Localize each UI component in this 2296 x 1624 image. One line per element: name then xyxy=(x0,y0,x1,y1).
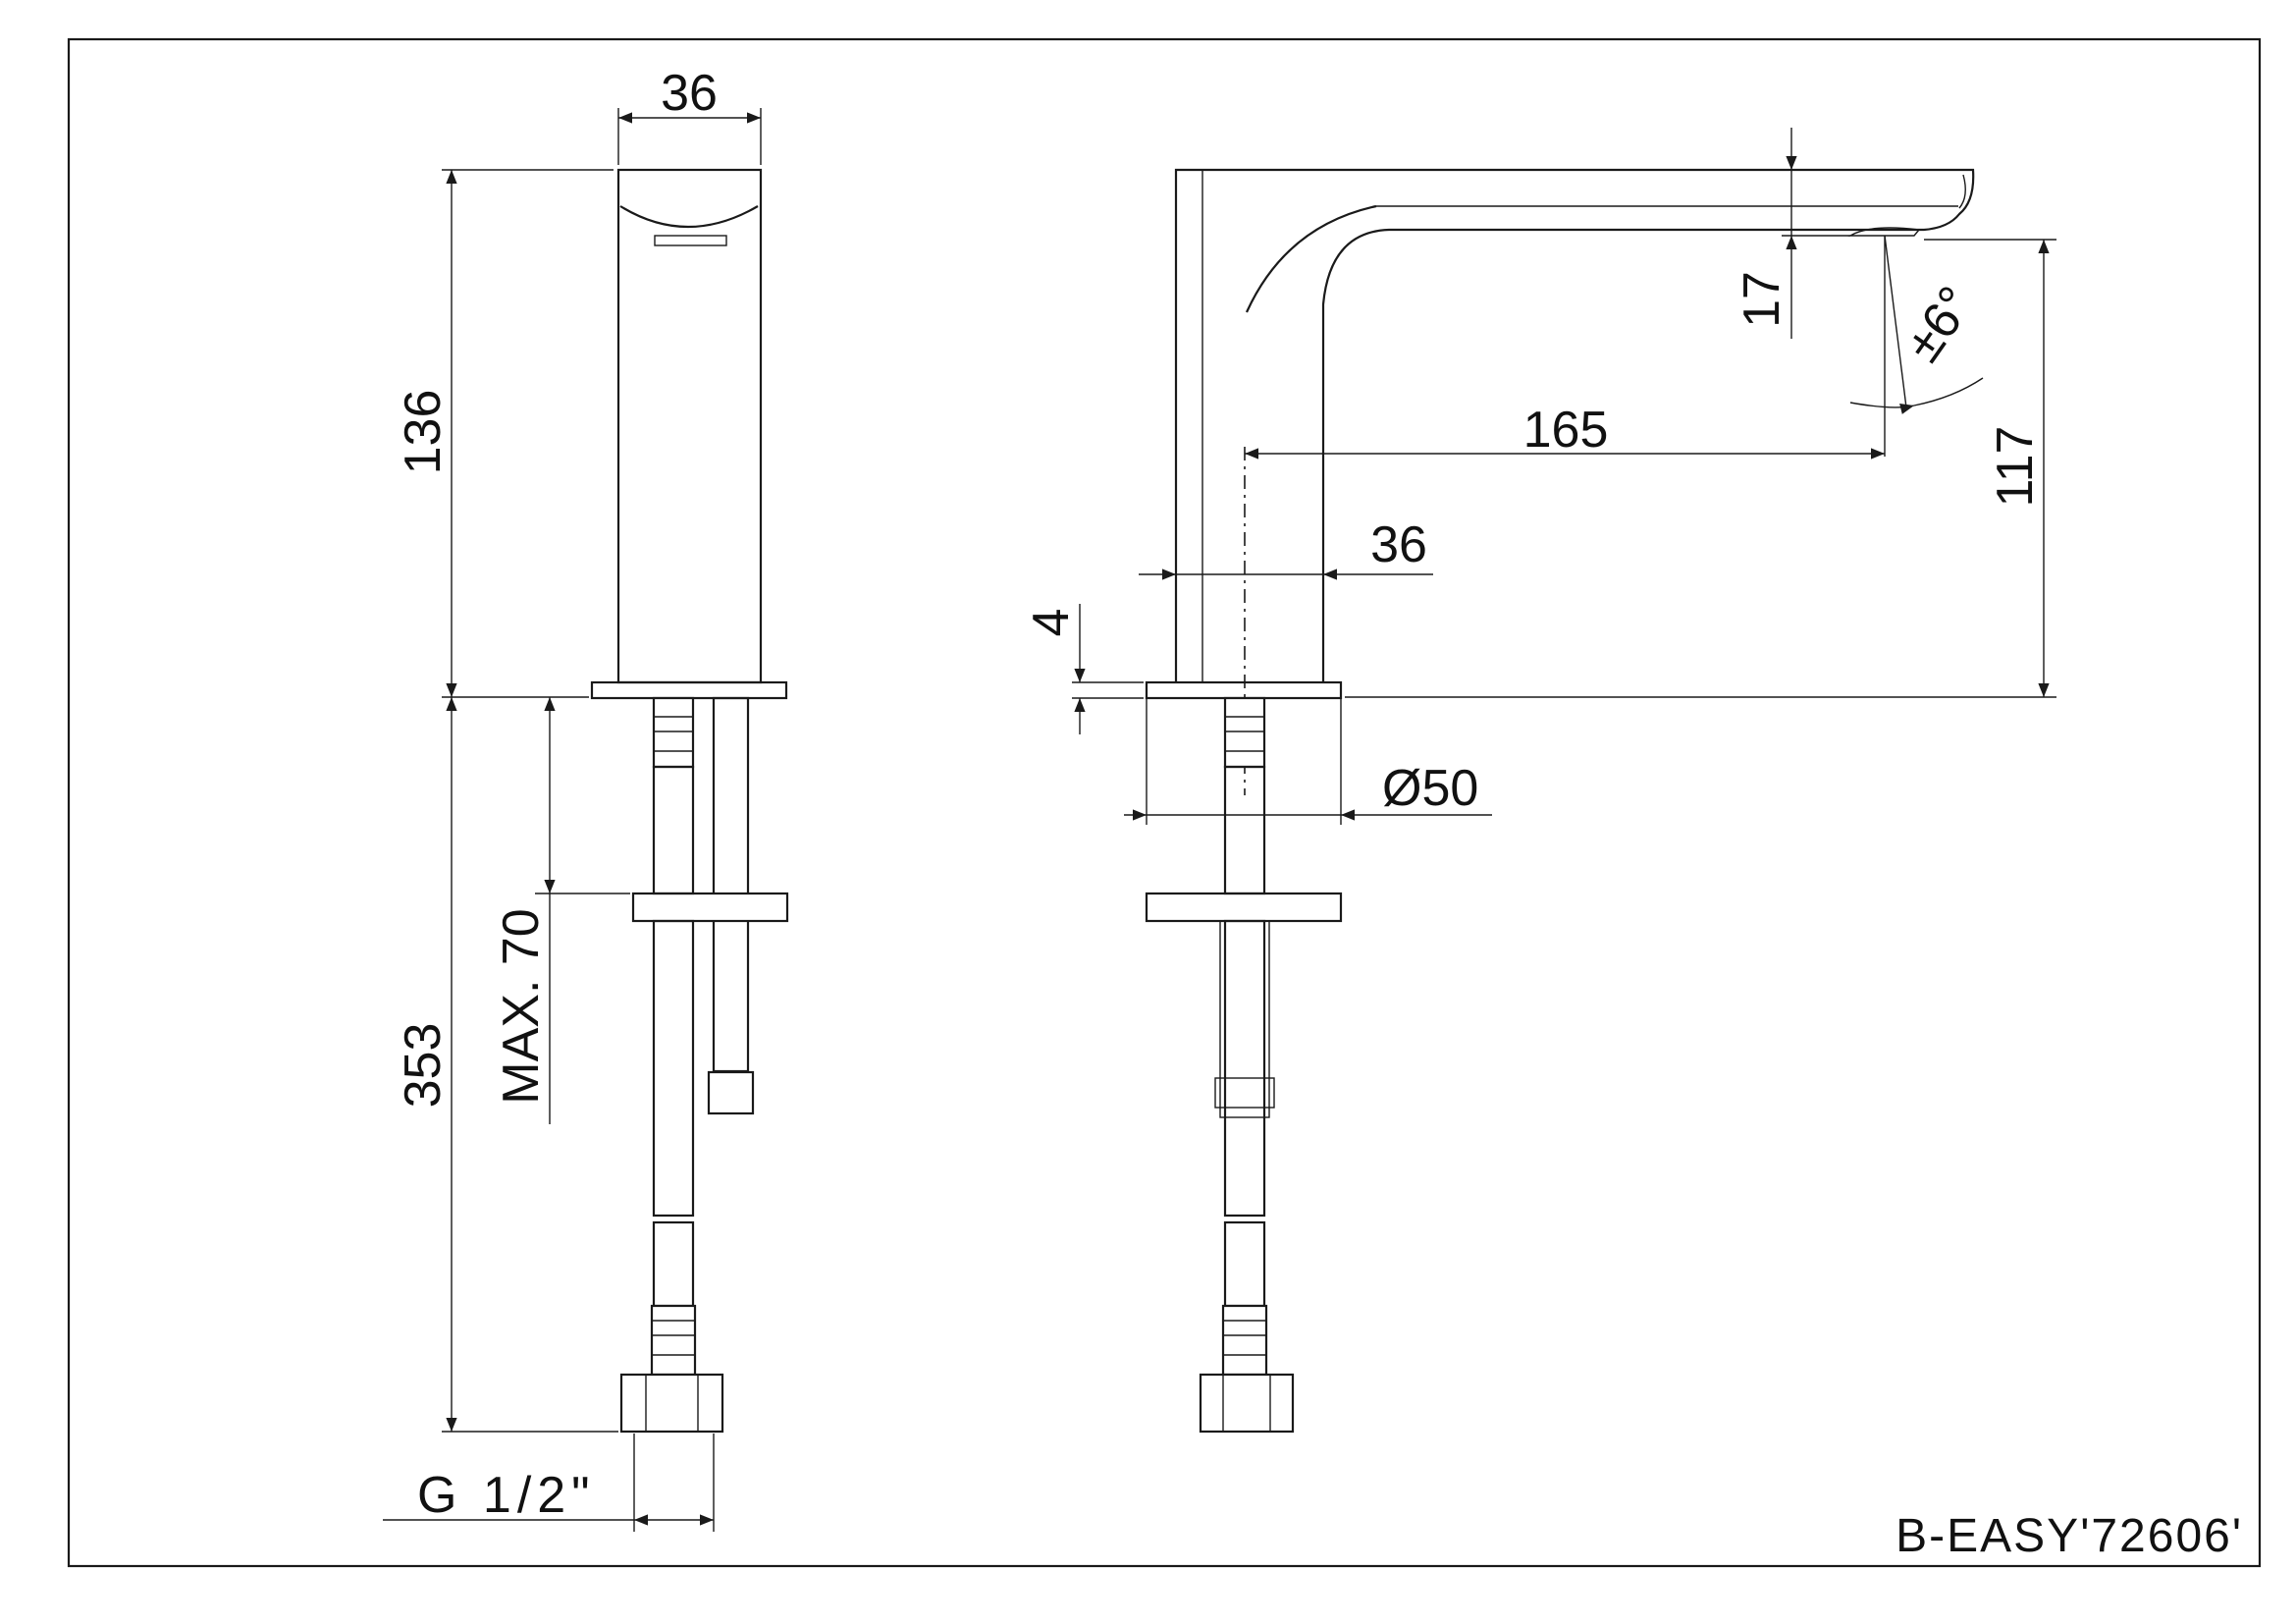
dim-spout-thickness: 17 xyxy=(1734,271,1790,328)
front-base-plate xyxy=(590,680,788,700)
front-hex-nut xyxy=(619,1373,724,1434)
front-body xyxy=(616,168,763,684)
dim-front-height: 136 xyxy=(395,390,452,475)
dim-max-thickness: MAX. 70 xyxy=(493,908,550,1104)
dim-spout-height: 117 xyxy=(1987,426,2044,508)
side-base-plate xyxy=(1145,680,1343,700)
model-title: B-EASY'72606' xyxy=(1896,1510,2243,1562)
dim-side-width: 36 xyxy=(1370,516,1427,573)
side-hose-fitting-top xyxy=(1223,696,1266,769)
front-hose-segment xyxy=(652,1220,695,1308)
side-fixing-rod xyxy=(1219,920,1270,1118)
dim-thread: G 1/2" xyxy=(417,1467,596,1524)
dim-reach: 165 xyxy=(1523,402,1609,459)
side-hose-lower xyxy=(1223,919,1266,1218)
side-view xyxy=(1145,168,1975,1434)
side-hose-upper xyxy=(1223,765,1266,895)
side-hose-segment xyxy=(1223,1220,1266,1308)
side-hex-nut xyxy=(1199,1373,1295,1434)
side-spout-outline xyxy=(1174,168,1975,682)
side-aerator xyxy=(1847,227,1921,237)
side-mounting-plate xyxy=(1145,892,1343,923)
side-hose-fitting-bottom xyxy=(1221,1304,1268,1377)
front-spout-curve xyxy=(619,205,759,228)
front-view xyxy=(590,168,789,1434)
dim-total-below: 353 xyxy=(395,1023,452,1109)
dim-base-plate: 4 xyxy=(1023,609,1080,637)
dim-base-diameter: Ø50 xyxy=(1382,760,1478,817)
front-hose-lower xyxy=(652,919,695,1218)
front-hose-fitting-top xyxy=(652,696,695,769)
side-spout-curve xyxy=(1245,204,1377,313)
front-dimensions: 36 136 353 MAX. 70 G 1/2" xyxy=(383,65,762,1532)
front-hose-fitting-bottom xyxy=(650,1304,697,1377)
front-hose-upper xyxy=(652,765,695,895)
dim-angle: ±6° xyxy=(1895,277,1985,372)
drawing-border xyxy=(67,37,2262,1568)
front-rod-nut xyxy=(707,1070,755,1115)
front-fixing-rod xyxy=(712,696,750,1073)
front-mounting-plate xyxy=(631,892,789,923)
side-dimensions: 17 117 ±6° 165 36 4 Ø50 xyxy=(1023,128,2056,825)
front-aerator xyxy=(654,235,727,246)
dim-front-width: 36 xyxy=(661,65,718,122)
